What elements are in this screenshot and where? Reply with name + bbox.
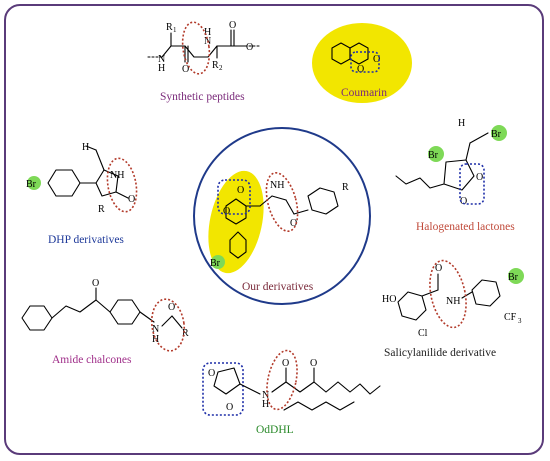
r1-subscript: 1 bbox=[173, 26, 177, 34]
lactone-box-our bbox=[217, 179, 251, 215]
dhp-structure: Br H NH O R bbox=[26, 142, 138, 215]
peptide-o1: O bbox=[182, 64, 189, 75]
lactone-br-2: Br bbox=[428, 150, 439, 161]
lactone-h: H bbox=[458, 118, 465, 129]
oddhl-amide-o: O bbox=[282, 358, 289, 369]
our-nh: NH bbox=[270, 180, 284, 191]
amide-chalcones-caption: Amide chalcones bbox=[52, 354, 132, 366]
dhp-h: H bbox=[82, 142, 89, 153]
synthetic-peptides-structure: R 1 R 2 N H N H O O O bbox=[147, 20, 261, 75]
lactone-box-coumarin bbox=[350, 51, 380, 73]
our-derivatives-highlight bbox=[208, 170, 264, 274]
r2-subscript: 2 bbox=[219, 64, 223, 72]
r2-label: R bbox=[212, 60, 219, 71]
coumarin-carbonyl-o: O bbox=[373, 54, 380, 65]
chalcone-r: R bbox=[182, 328, 189, 339]
oddhl-n: N bbox=[262, 390, 269, 401]
bromine-highlight-our bbox=[211, 255, 225, 269]
dhp-o: O bbox=[128, 194, 135, 205]
r1-label: R bbox=[166, 22, 173, 33]
amide-chalcones-structure: O N H O R bbox=[21, 278, 189, 352]
salicyl-cf3: CF bbox=[504, 312, 517, 323]
lactone-carbonyl-o: O bbox=[460, 196, 467, 207]
dhp-caption: DHP derivatives bbox=[48, 234, 124, 246]
dhp-r: R bbox=[98, 204, 105, 215]
lactone-box-halogenated bbox=[459, 163, 485, 205]
coumarin-highlight bbox=[312, 23, 412, 103]
our-br: Br bbox=[210, 258, 221, 269]
figure-frame bbox=[4, 4, 544, 455]
bromine-highlight-salicyl bbox=[508, 268, 524, 284]
halogenated-lactones-structure: H Br Br O O bbox=[395, 118, 507, 207]
salicylanilide-caption: Salicylanilide derivative bbox=[384, 347, 496, 359]
salicyl-cl: Cl bbox=[418, 328, 428, 339]
salicyl-ho: HO bbox=[382, 294, 396, 305]
salicylanilide-structure: HO O NH Cl Br CF 3 bbox=[382, 259, 524, 339]
salicyl-o: O bbox=[435, 263, 442, 274]
peptide-o2: O bbox=[229, 20, 236, 31]
salicyl-cf3-subscript: 3 bbox=[518, 317, 522, 325]
amide-ellipse-peptide bbox=[181, 21, 211, 75]
peptide-h2: H bbox=[204, 27, 211, 38]
our-derivatives-caption: Our derivatives bbox=[242, 281, 314, 293]
chalcone-amide-o: O bbox=[168, 302, 175, 313]
dhp-nh: NH bbox=[110, 170, 124, 181]
lactone-br-1: Br bbox=[491, 129, 502, 140]
our-derivatives-circle bbox=[193, 127, 371, 305]
our-ring-o: O bbox=[223, 206, 230, 217]
oddhl-caption: OdDHL bbox=[256, 424, 294, 436]
coumarin-ring-o: O bbox=[357, 64, 364, 75]
oddhl-carbonyl-o: O bbox=[226, 402, 233, 413]
bromine-highlight-lactone-2 bbox=[428, 146, 444, 162]
peptide-h1: H bbox=[158, 63, 165, 74]
chalcone-n: N bbox=[152, 324, 159, 335]
salicyl-nh: NH bbox=[446, 296, 460, 307]
peptide-o3: O bbox=[246, 42, 253, 53]
amide-ellipse-salicyl bbox=[429, 259, 467, 329]
our-carbonyl-o: O bbox=[237, 185, 244, 196]
our-amide-o: O bbox=[290, 218, 297, 229]
peptide-n1: N bbox=[158, 54, 165, 65]
oddhl-structure: O O N H O O bbox=[202, 349, 381, 416]
coumarin-caption: Coumarin bbox=[341, 87, 387, 99]
salicyl-br: Br bbox=[508, 272, 519, 283]
bromine-highlight-dhp bbox=[27, 176, 41, 190]
halogenated-lactones-caption: Halogenated lactones bbox=[416, 221, 515, 233]
lactone-ring-o: O bbox=[476, 172, 483, 183]
chalcone-o: O bbox=[92, 278, 99, 289]
dhp-br: Br bbox=[26, 179, 37, 190]
coumarin-structure: O O bbox=[331, 42, 380, 75]
lactone-box-oddhl bbox=[202, 362, 244, 416]
oddhl-h: H bbox=[262, 399, 269, 410]
synthetic-peptides-caption: Synthetic peptides bbox=[160, 91, 245, 103]
bromine-highlight-lactone-1 bbox=[491, 125, 507, 141]
oddhl-ring-o: O bbox=[208, 368, 215, 379]
amide-ellipse-oddhl bbox=[266, 349, 298, 411]
amide-ellipse-chalcone bbox=[150, 298, 186, 352]
our-r: R bbox=[342, 182, 349, 193]
oddhl-keto-o: O bbox=[310, 358, 317, 369]
amide-ellipse-dhp bbox=[106, 157, 138, 213]
